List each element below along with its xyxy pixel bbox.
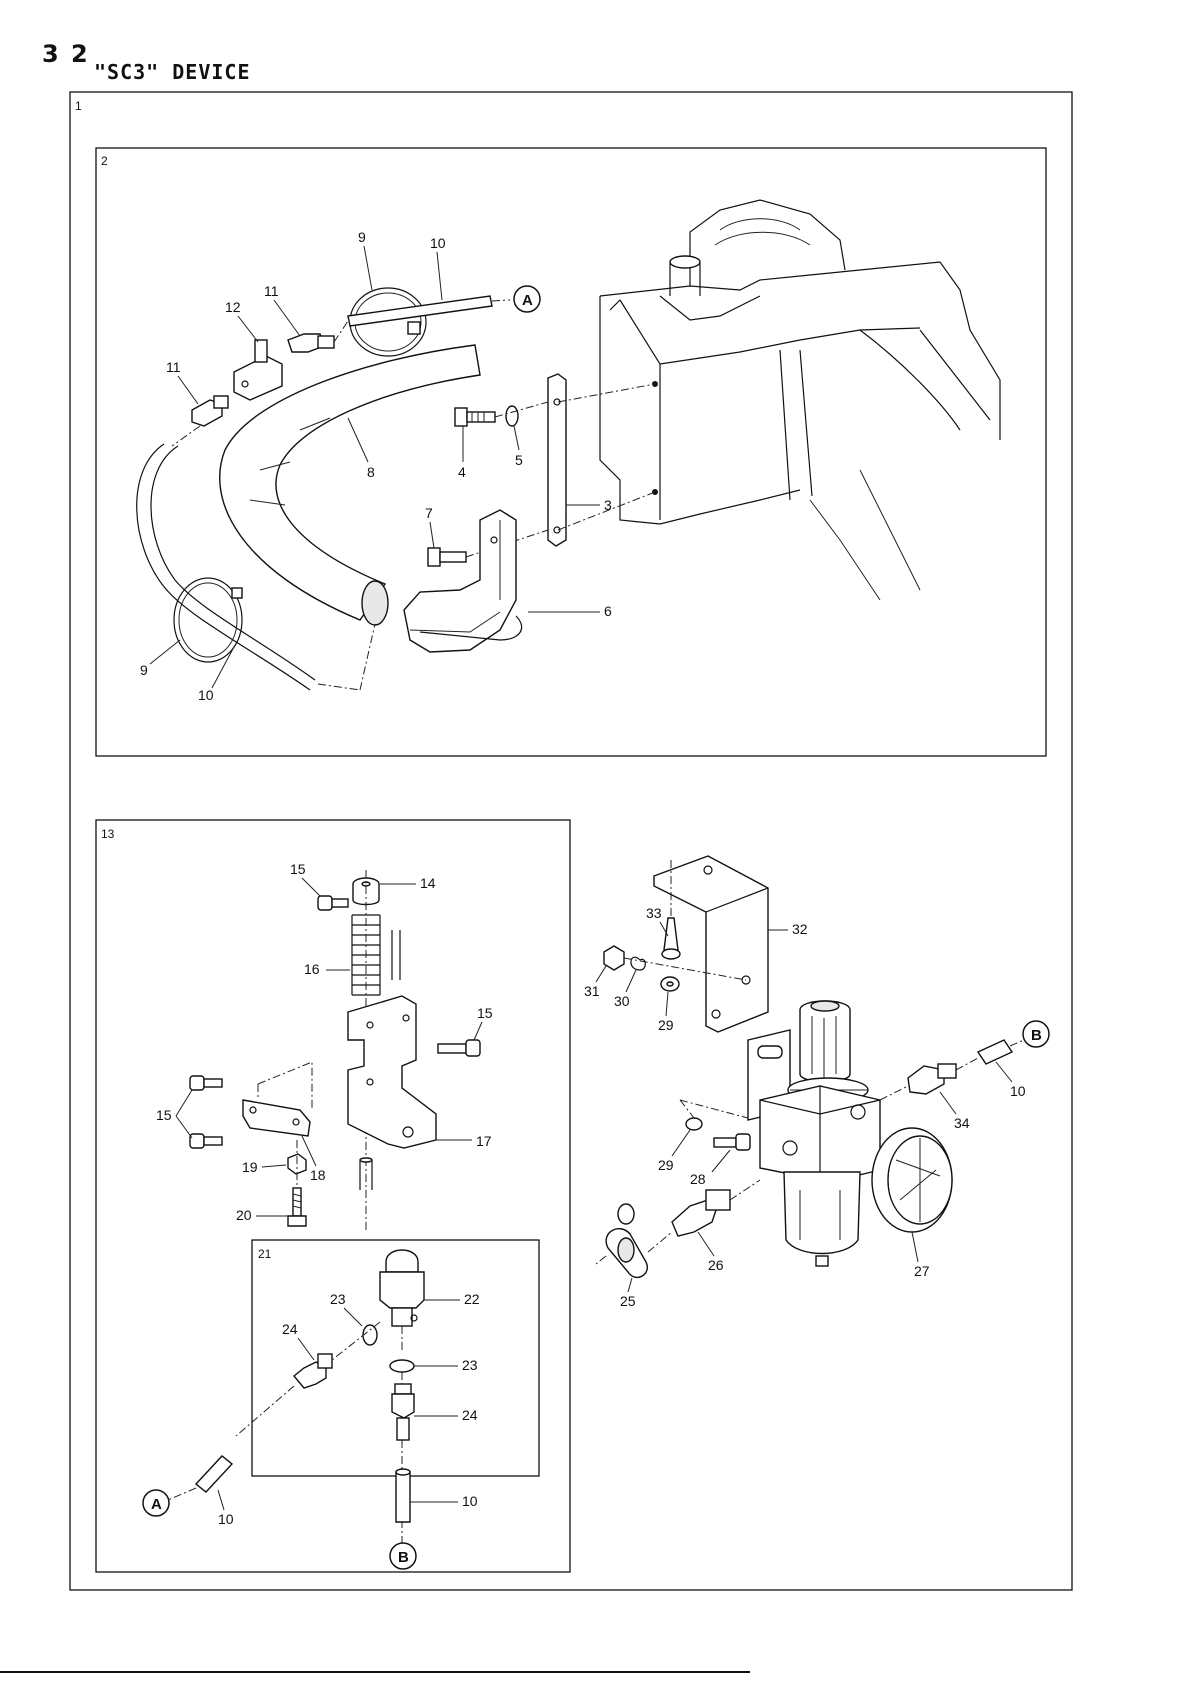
callout-15-left: 15 (156, 1107, 172, 1123)
washer-part-23-bottom (390, 1360, 414, 1372)
connector-b-right-label: B (1031, 1027, 1042, 1044)
callout-10-lower: 10 (198, 687, 214, 703)
connector-a-upper-label: A (522, 292, 533, 309)
nozzle-part-6 (404, 510, 522, 652)
callout-10-upper: 10 (430, 235, 446, 251)
callout-19: 19 (242, 1159, 258, 1175)
screw-part-15-right (438, 1040, 480, 1056)
callout-29-lower: 29 (658, 1157, 674, 1173)
callout-29-upper: 29 (658, 1017, 674, 1033)
callout-15-top: 15 (290, 861, 306, 877)
callout-30: 30 (614, 993, 630, 1009)
callout-10-left: 10 (218, 1511, 234, 1527)
pressure-gauge (872, 1128, 952, 1232)
callout-23-left: 23 (330, 1291, 346, 1307)
callout-26: 26 (708, 1257, 724, 1273)
machine-arm (600, 200, 1000, 600)
screw-part-28 (714, 1134, 750, 1150)
tube-part-10-right (978, 1040, 1012, 1064)
bolt-part-20 (288, 1188, 306, 1226)
washer-part-30 (631, 957, 645, 970)
bracket-part-3 (548, 374, 566, 546)
connector-b-lower-label: B (398, 1549, 409, 1566)
callout-24-bottom: 24 (462, 1407, 478, 1423)
callout-5: 5 (515, 452, 523, 468)
callout-31: 31 (584, 983, 600, 999)
fitting-part-11-upper (288, 334, 334, 352)
frame-outer (70, 92, 1072, 1590)
lever-part-18 (243, 1100, 310, 1136)
washer-part-5 (506, 406, 518, 426)
callout-22: 22 (464, 1291, 480, 1307)
callout-27: 27 (914, 1263, 930, 1279)
callout-9-lower: 9 (140, 662, 148, 678)
block-part-17 (348, 996, 436, 1148)
washer-part-23-left (363, 1325, 377, 1345)
callout-10-right: 10 (1010, 1083, 1026, 1099)
fitting-part-26 (672, 1190, 730, 1236)
screw-part-4 (455, 408, 495, 426)
callout-4: 4 (458, 464, 466, 480)
callout-28: 28 (690, 1171, 706, 1187)
callout-11-upper: 11 (264, 283, 279, 299)
screw-part-33 (662, 918, 680, 959)
frame-label-inner: 21 (258, 1247, 272, 1261)
callout-18: 18 (310, 1167, 326, 1183)
regulator-part-27 (748, 1001, 880, 1266)
screw-part-15-left-bottom (190, 1134, 222, 1148)
callout-11-lower: 11 (166, 359, 181, 375)
callout-33: 33 (646, 905, 662, 921)
callout-3: 3 (604, 497, 612, 513)
fitting-part-24-bottom (392, 1384, 414, 1440)
tube-part-10-left (196, 1456, 232, 1492)
muffler-part-25 (606, 1204, 647, 1277)
screw-part-15-top (318, 896, 348, 910)
screw-part-15-left-top (190, 1076, 222, 1090)
valve-part-12 (234, 340, 282, 400)
frame-lower-left (96, 820, 570, 1572)
fitting-part-11-lower (192, 396, 228, 426)
connector-a-lower-label: A (151, 1496, 162, 1513)
callout-32: 32 (792, 921, 808, 937)
callout-16: 16 (304, 961, 320, 977)
callout-23-bottom: 23 (462, 1357, 478, 1373)
frame-label-outer: 1 (75, 99, 82, 113)
frame-label-upper: 2 (101, 154, 108, 168)
callout-20: 20 (236, 1207, 252, 1223)
callout-10-bottom: 10 (462, 1493, 478, 1509)
callout-12: 12 (225, 299, 241, 315)
callout-15-right: 15 (477, 1005, 493, 1021)
callout-14: 14 (420, 875, 436, 891)
screw-part-7 (428, 548, 466, 566)
nut-part-31 (604, 946, 624, 970)
fitting-part-34 (908, 1064, 956, 1094)
callout-8: 8 (367, 464, 375, 480)
callout-6: 6 (604, 603, 612, 619)
washer-part-29-lower (686, 1118, 702, 1130)
frame-label-lower-left: 13 (101, 827, 115, 841)
tube-part-10-bottom (396, 1472, 410, 1522)
valve-part-22 (380, 1250, 424, 1326)
callout-7: 7 (425, 505, 433, 521)
callout-34: 34 (954, 1115, 970, 1131)
callout-9-upper: 9 (358, 229, 366, 245)
clamp-part-9-lower (174, 578, 242, 662)
callout-17: 17 (476, 1133, 492, 1149)
callout-24-left: 24 (282, 1321, 298, 1337)
callout-25: 25 (620, 1293, 636, 1309)
